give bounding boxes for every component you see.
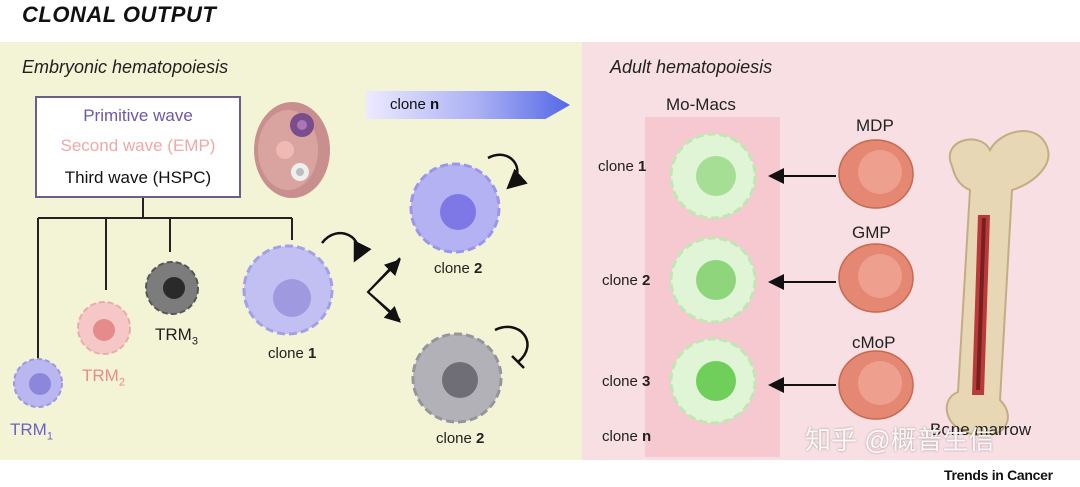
block-bar: [511, 355, 525, 369]
trm2-cell: [77, 301, 131, 355]
trm3-text: TRM: [155, 325, 192, 344]
clone1-num: 1: [308, 345, 317, 362]
self-renew-arrow-2: [487, 153, 528, 190]
adult-title: Adult hematopoiesis: [610, 57, 773, 77]
self-renew-arrow-1: [321, 231, 372, 263]
clone-n-word: clone: [390, 96, 426, 113]
momacs-label: Mo-Macs: [666, 95, 736, 114]
clone1-cell: [242, 244, 334, 336]
clone2a-label: clone 2: [434, 260, 482, 277]
second-wave-label: Second wave (EMP): [60, 136, 216, 155]
clone2-purple-cell: [409, 162, 501, 254]
mdp-label: MDP: [856, 116, 894, 135]
watermark-text: 知乎 @概普生信: [805, 425, 995, 455]
branch-arrow-up: [367, 259, 401, 293]
adult-clone2-word: clone: [602, 272, 638, 289]
wave-box: Primitive wave Second wave (EMP) Third w…: [35, 96, 241, 198]
trm3-sub: 3: [191, 335, 198, 348]
figure-title: CLONAL OUTPUT: [22, 2, 217, 27]
bone-marrow-label: Bone marrow: [930, 420, 1032, 439]
third-wave-label: Third wave (HSPC): [64, 168, 212, 187]
mdp-cell: [838, 139, 914, 209]
trm1-text: TRM: [10, 420, 47, 439]
gmp-label: GMP: [852, 223, 891, 242]
clone-n-num: n: [430, 96, 440, 113]
adult-clone-n-word: clone: [602, 428, 638, 445]
trm2-text: TRM: [82, 366, 119, 385]
momac-cell-2: [669, 236, 757, 324]
adult-clone1-label: clone 1: [598, 158, 646, 175]
adult-clone3-word: clone: [602, 373, 638, 390]
trm3-cell: [145, 261, 199, 315]
primitive-wave-label: Primitive wave: [83, 106, 193, 125]
journal-label: Trends in Cancer: [944, 467, 1053, 483]
cmop-cell: [838, 350, 914, 420]
self-renew-arrow-blocked: [494, 325, 529, 363]
clone-n-arrow-bar: [366, 91, 570, 119]
trm1-cell: [13, 358, 63, 408]
branch-arrows: [366, 257, 401, 321]
gmp-cell: [838, 243, 914, 313]
trm1-sub: 1: [46, 430, 53, 443]
clone2-gray-cell: [411, 332, 503, 424]
adult-clone-n-label: clone n: [602, 428, 651, 445]
trm2-label: TRM2: [82, 366, 125, 388]
clone2a-word: clone: [434, 260, 470, 277]
trm2-sub: 2: [118, 376, 125, 389]
clone2b-label: clone 2: [436, 430, 484, 447]
adult-clone2-num: 2: [642, 272, 651, 289]
cmop-label: cMoP: [852, 333, 896, 352]
clone2b-word: clone: [436, 430, 472, 447]
trm1-label: TRM1: [10, 420, 53, 442]
adult-clone1-num: 1: [638, 158, 647, 175]
clone2b-num: 2: [476, 430, 485, 447]
clone1-word: clone: [268, 345, 304, 362]
adult-clone3-label: clone 3: [602, 373, 650, 390]
embryo-icon: [254, 102, 330, 198]
clone-n-label: clone n: [390, 96, 439, 113]
momac-cell-3: [669, 337, 757, 425]
branch-arrow-down: [367, 291, 401, 323]
adult-clone-n-num: n: [642, 428, 652, 445]
clone1-label: clone 1: [268, 345, 316, 362]
trm3-label: TRM3: [155, 325, 198, 347]
adult-clone1-word: clone: [598, 158, 634, 175]
momac-cell-1: [669, 132, 757, 220]
lineage-tree: [37, 198, 293, 360]
bone-icon: [945, 130, 1050, 437]
adult-clone3-num: 3: [642, 373, 651, 390]
progenitor-arrows: [768, 168, 836, 393]
embryonic-title: Embryonic hematopoiesis: [22, 57, 229, 77]
adult-clone2-label: clone 2: [602, 272, 650, 289]
clone2a-num: 2: [474, 260, 483, 277]
